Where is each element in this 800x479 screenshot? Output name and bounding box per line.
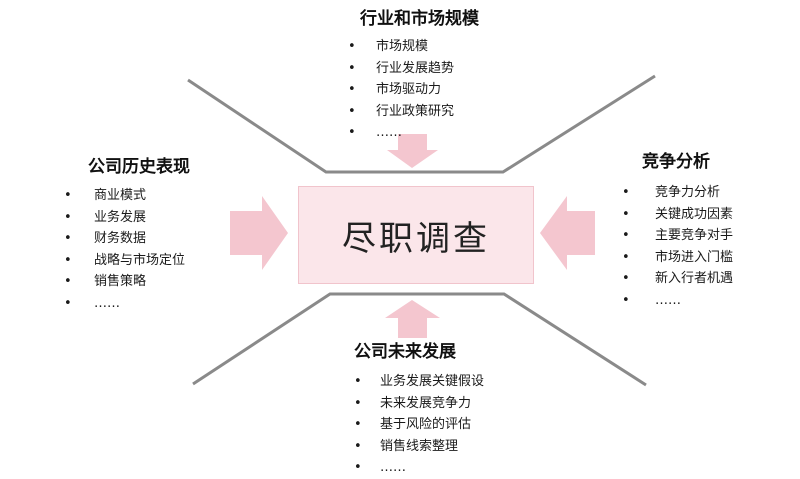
bullet-icon: •	[622, 228, 630, 244]
bullet-icon: •	[64, 295, 72, 311]
bullet-icon: •	[64, 231, 72, 247]
list-item: •商业模式	[64, 185, 190, 207]
panel-future-development: 公司未来发展 •业务发展关键假设 •未来发展竞争力 •基于风险的评估 •销售线索…	[354, 341, 484, 479]
arrow-left-from-right	[540, 196, 595, 270]
bullet-icon: •	[354, 417, 362, 433]
bullet-icon: •	[64, 188, 72, 203]
list-company-history: •商业模式 •业务发展 •财务数据 •战略与市场定位 •销售策略 •……	[64, 185, 190, 315]
list-item: •基于风险的评估	[354, 414, 484, 436]
list-future-development: •业务发展关键假设 •未来发展竞争力 •基于风险的评估 •销售线索整理 •……	[354, 371, 484, 479]
center-box: 尽职调查	[298, 186, 534, 284]
bullet-icon: •	[622, 249, 630, 265]
list-item: •关键成功因素	[622, 204, 733, 226]
list-item: •竞争力分析	[622, 182, 733, 204]
center-label: 尽职调查	[342, 218, 490, 259]
bullet-icon: •	[622, 292, 630, 308]
bullet-icon: •	[348, 82, 356, 98]
bullet-icon: •	[354, 374, 362, 389]
list-item: •行业政策研究	[348, 101, 479, 123]
list-item: •主要竞争对手	[622, 225, 733, 247]
list-item: •业务发展	[64, 207, 190, 229]
bullet-icon: •	[64, 252, 72, 268]
list-item: •业务发展关键假设	[354, 371, 484, 393]
panel-title-company-history: 公司历史表现	[88, 157, 190, 177]
bullet-icon: •	[348, 125, 356, 141]
bullet-icon: •	[348, 103, 356, 119]
bullet-icon: •	[622, 271, 630, 287]
list-item: •……	[348, 122, 479, 144]
list-item: •市场进入门槛	[622, 247, 733, 269]
panel-industry-market: 行业和市场规模 •市场规模 •行业发展趋势 •市场驱动力 •行业政策研究 •……	[348, 8, 479, 144]
panel-title-industry-market: 行业和市场规模	[360, 9, 479, 29]
panel-company-history: 公司历史表现 •商业模式 •业务发展 •财务数据 •战略与市场定位 •销售策略 …	[64, 156, 190, 315]
bullet-icon: •	[64, 209, 72, 225]
list-item: •市场规模	[348, 36, 479, 58]
bottom-funnel-line	[192, 292, 647, 387]
bullet-icon: •	[622, 206, 630, 222]
panel-title-competition: 竞争分析	[642, 152, 710, 172]
bullet-icon: •	[348, 39, 356, 54]
list-item: •财务数据	[64, 228, 190, 250]
list-item: •……	[354, 457, 484, 479]
list-item: •新入行者机遇	[622, 268, 733, 290]
panel-title-future-development: 公司未来发展	[354, 342, 456, 362]
bullet-icon: •	[354, 438, 362, 454]
bullet-icon: •	[354, 460, 362, 476]
bullet-icon: •	[354, 395, 362, 411]
list-item: •市场驱动力	[348, 79, 479, 101]
arrow-down-from-top	[387, 134, 438, 168]
list-item: •……	[622, 290, 733, 312]
bullet-icon: •	[64, 274, 72, 290]
bullet-icon: •	[348, 60, 356, 76]
top-funnel-line	[187, 74, 656, 174]
arrow-up-from-bottom	[385, 300, 440, 338]
list-industry-market: •市场规模 •行业发展趋势 •市场驱动力 •行业政策研究 •……	[348, 36, 479, 144]
list-item: •……	[64, 293, 190, 315]
list-item: •行业发展趋势	[348, 58, 479, 80]
panel-competition: 竞争分析 •竞争力分析 •关键成功因素 •主要竞争对手 •市场进入门槛 •新入行…	[622, 151, 733, 312]
arrow-right-from-left	[230, 196, 288, 270]
list-item: •未来发展竞争力	[354, 393, 484, 415]
list-competition: •竞争力分析 •关键成功因素 •主要竞争对手 •市场进入门槛 •新入行者机遇 •…	[622, 182, 733, 312]
bullet-icon: •	[622, 185, 630, 200]
list-item: •销售线索整理	[354, 436, 484, 458]
list-item: •战略与市场定位	[64, 250, 190, 272]
list-item: •销售策略	[64, 271, 190, 293]
